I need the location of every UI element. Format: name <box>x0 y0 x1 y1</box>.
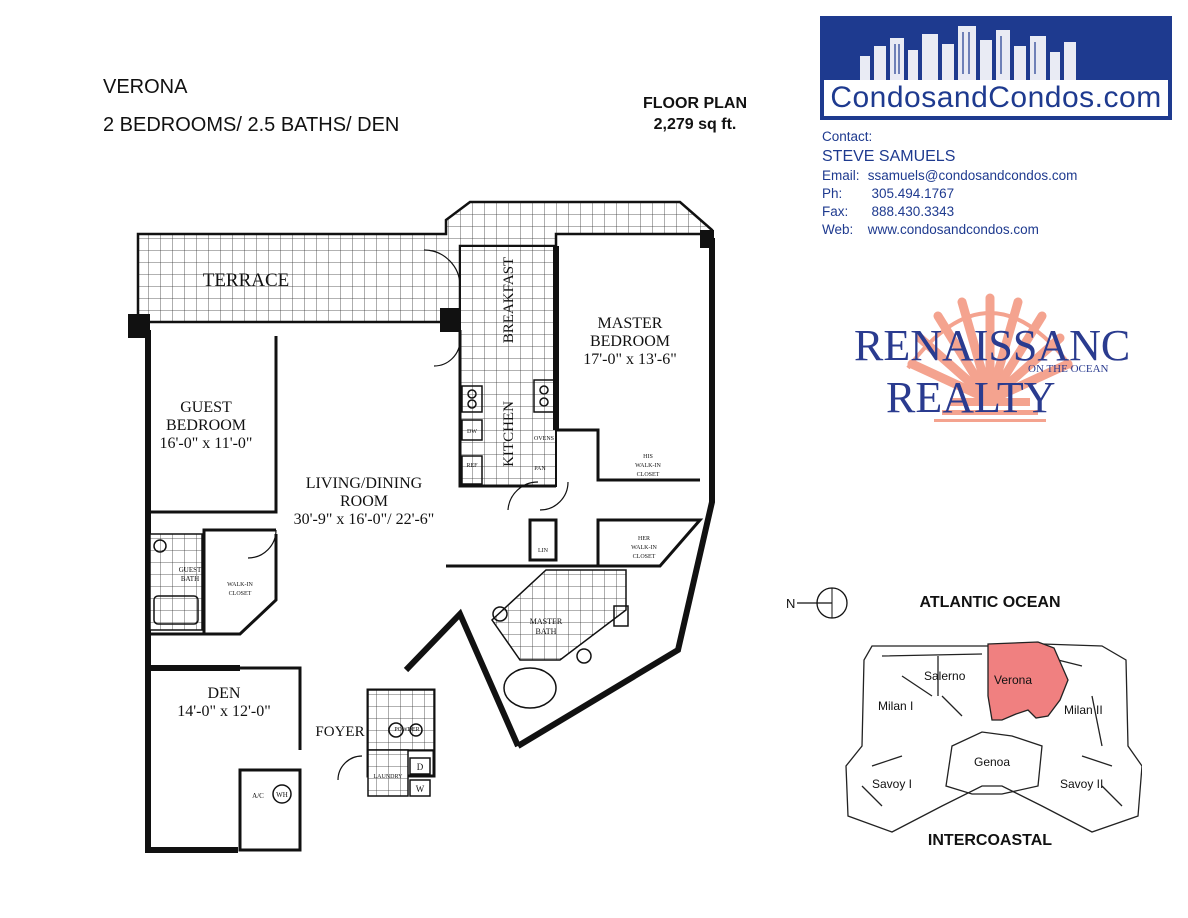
web-link[interactable]: www.condosandcondos.com <box>867 222 1039 237</box>
north-label: N <box>786 596 795 611</box>
email-link[interactable]: ssamuels@condosandcondos.com <box>867 168 1078 183</box>
floor-plan-area: 2,279 sq ft. <box>653 116 737 133</box>
renaissance-realty-logo: RENAISSANCE REALTY ON THE OCEAN <box>854 293 1130 422</box>
guest-closet-label: WALK-IN <box>227 582 253 588</box>
contact-phone-row: Ph: 305.494.1767 <box>822 185 1077 203</box>
unit-label-savoy2: Savoy II <box>1060 777 1103 791</box>
master-bedroom-dims: 17'-0" x 13'-6" <box>583 351 676 368</box>
web-label: Web: <box>822 222 854 237</box>
dishwasher-label: DW <box>467 429 477 435</box>
logo-line1: RENAISSANCE <box>854 321 1130 370</box>
breakfast-label: BREAKFAST <box>501 257 517 343</box>
master-bedroom-label: MASTER <box>598 315 663 332</box>
master-bath-label: MASTER <box>530 617 563 626</box>
contact-block: Contact: STEVE SAMUELS Email: ssamuels@c… <box>822 128 1077 239</box>
her-closet-label-3: CLOSET <box>633 554 656 560</box>
his-closet-label: HIS <box>643 454 653 460</box>
guest-bath-label: GUEST <box>179 566 202 574</box>
guest-bedroom-label-2: BEDROOM <box>166 417 246 434</box>
ovens-label: OVENS <box>534 436 554 442</box>
his-closet-label-2: WALK-IN <box>635 463 661 469</box>
skyline-icon <box>860 26 1076 80</box>
dryer-label: D <box>417 762 424 772</box>
living-dining-label: LIVING/DINING <box>306 475 423 492</box>
unit-floor-plan: TERRACE KITCHEN BREAKFAST MASTER BEDROOM… <box>128 200 715 853</box>
site-name: CondosandCondos.com <box>824 80 1168 116</box>
powder-label: POWDER <box>394 727 419 733</box>
unit-label-milan1: Milan I <box>878 699 913 713</box>
terrace-label: TERRACE <box>203 270 290 291</box>
terrace-area <box>136 200 714 324</box>
unit-label-milan2: Milan II <box>1064 703 1103 717</box>
den-label: DEN <box>208 685 241 702</box>
unit-description: 2 BEDROOMS/ 2.5 BATHS/ DEN <box>103 114 400 136</box>
condos-banner-logo[interactable]: CondosandCondos.com <box>820 16 1172 120</box>
contact-fax-row: Fax: 888.430.3343 <box>822 203 1077 221</box>
phone-label: Ph: <box>822 186 843 201</box>
master-bedroom-label-2: BEDROOM <box>590 333 670 350</box>
guest-bedroom-label: GUEST <box>180 399 232 416</box>
linen-label: LIN <box>538 548 549 554</box>
verona-highlight <box>987 641 1069 721</box>
contact-web-row: Web: www.condosandcondos.com <box>822 221 1077 239</box>
email-label: Email: <box>822 168 860 183</box>
den-dims: 14'-0" x 12'-0" <box>177 703 270 720</box>
powder-floor <box>367 689 435 751</box>
pantry-label: PAN <box>534 466 546 472</box>
unit-name: VERONA <box>103 76 188 98</box>
unit-label-salerno: Salerno <box>924 669 966 683</box>
ac-label: A/C <box>252 792 264 800</box>
master-bath-label-2: BATH <box>536 627 557 636</box>
water-heater-label: WH <box>276 791 288 799</box>
contact-name: STEVE SAMUELS <box>822 148 956 165</box>
site-plan-bottom-label: INTERCOASTAL <box>927 832 1053 849</box>
fax-label: Fax: <box>822 204 849 219</box>
phone-value: 305.494.1767 <box>871 186 955 201</box>
laundry-label: LAUNDRY <box>373 774 403 780</box>
guest-closet-label-2: CLOSET <box>229 591 252 597</box>
north-arrow: N <box>786 587 848 619</box>
logo-line2: REALTY <box>886 373 1056 422</box>
her-closet-label-2: WALK-IN <box>631 545 657 551</box>
guest-bath-floor <box>149 533 203 631</box>
floor-plan-label: FLOOR PLAN <box>643 95 747 112</box>
living-dining-label-2: ROOM <box>340 493 388 510</box>
washer-label: W <box>416 784 425 794</box>
kitchen-label: KITCHEN <box>501 401 517 467</box>
her-closet-label: HER <box>638 536 650 542</box>
contact-email-row: Email: ssamuels@condosandcondos.com <box>822 167 1077 185</box>
floor-plan-heading: FLOOR PLAN 2,279 sq ft. <box>600 93 790 135</box>
refrigerator-label: REF <box>466 463 478 469</box>
fax-value: 888.430.3343 <box>871 204 955 219</box>
contact-heading: Contact: <box>822 129 873 144</box>
logo-tagline: ON THE OCEAN <box>1028 363 1109 375</box>
guest-bath-label-2: BATH <box>181 575 199 583</box>
foyer-label: FOYER <box>315 724 364 740</box>
unit-label-genoa: Genoa <box>974 755 1010 769</box>
his-closet-label-3: CLOSET <box>637 472 660 478</box>
building-site-plan: Salerno Verona Milan I Milan II Genoa Sa… <box>845 641 1142 833</box>
unit-label-verona: Verona <box>994 673 1032 687</box>
laundry-floor <box>367 749 409 797</box>
site-plan-top-label: ATLANTIC OCEAN <box>919 594 1061 611</box>
master-bath-floor <box>491 569 627 661</box>
guest-bedroom-dims: 16'-0" x 11'-0" <box>160 435 253 452</box>
unit-label-savoy1: Savoy I <box>872 777 912 791</box>
living-dining-dims: 30'-9" x 16'-0"/ 22'-6" <box>294 511 435 528</box>
